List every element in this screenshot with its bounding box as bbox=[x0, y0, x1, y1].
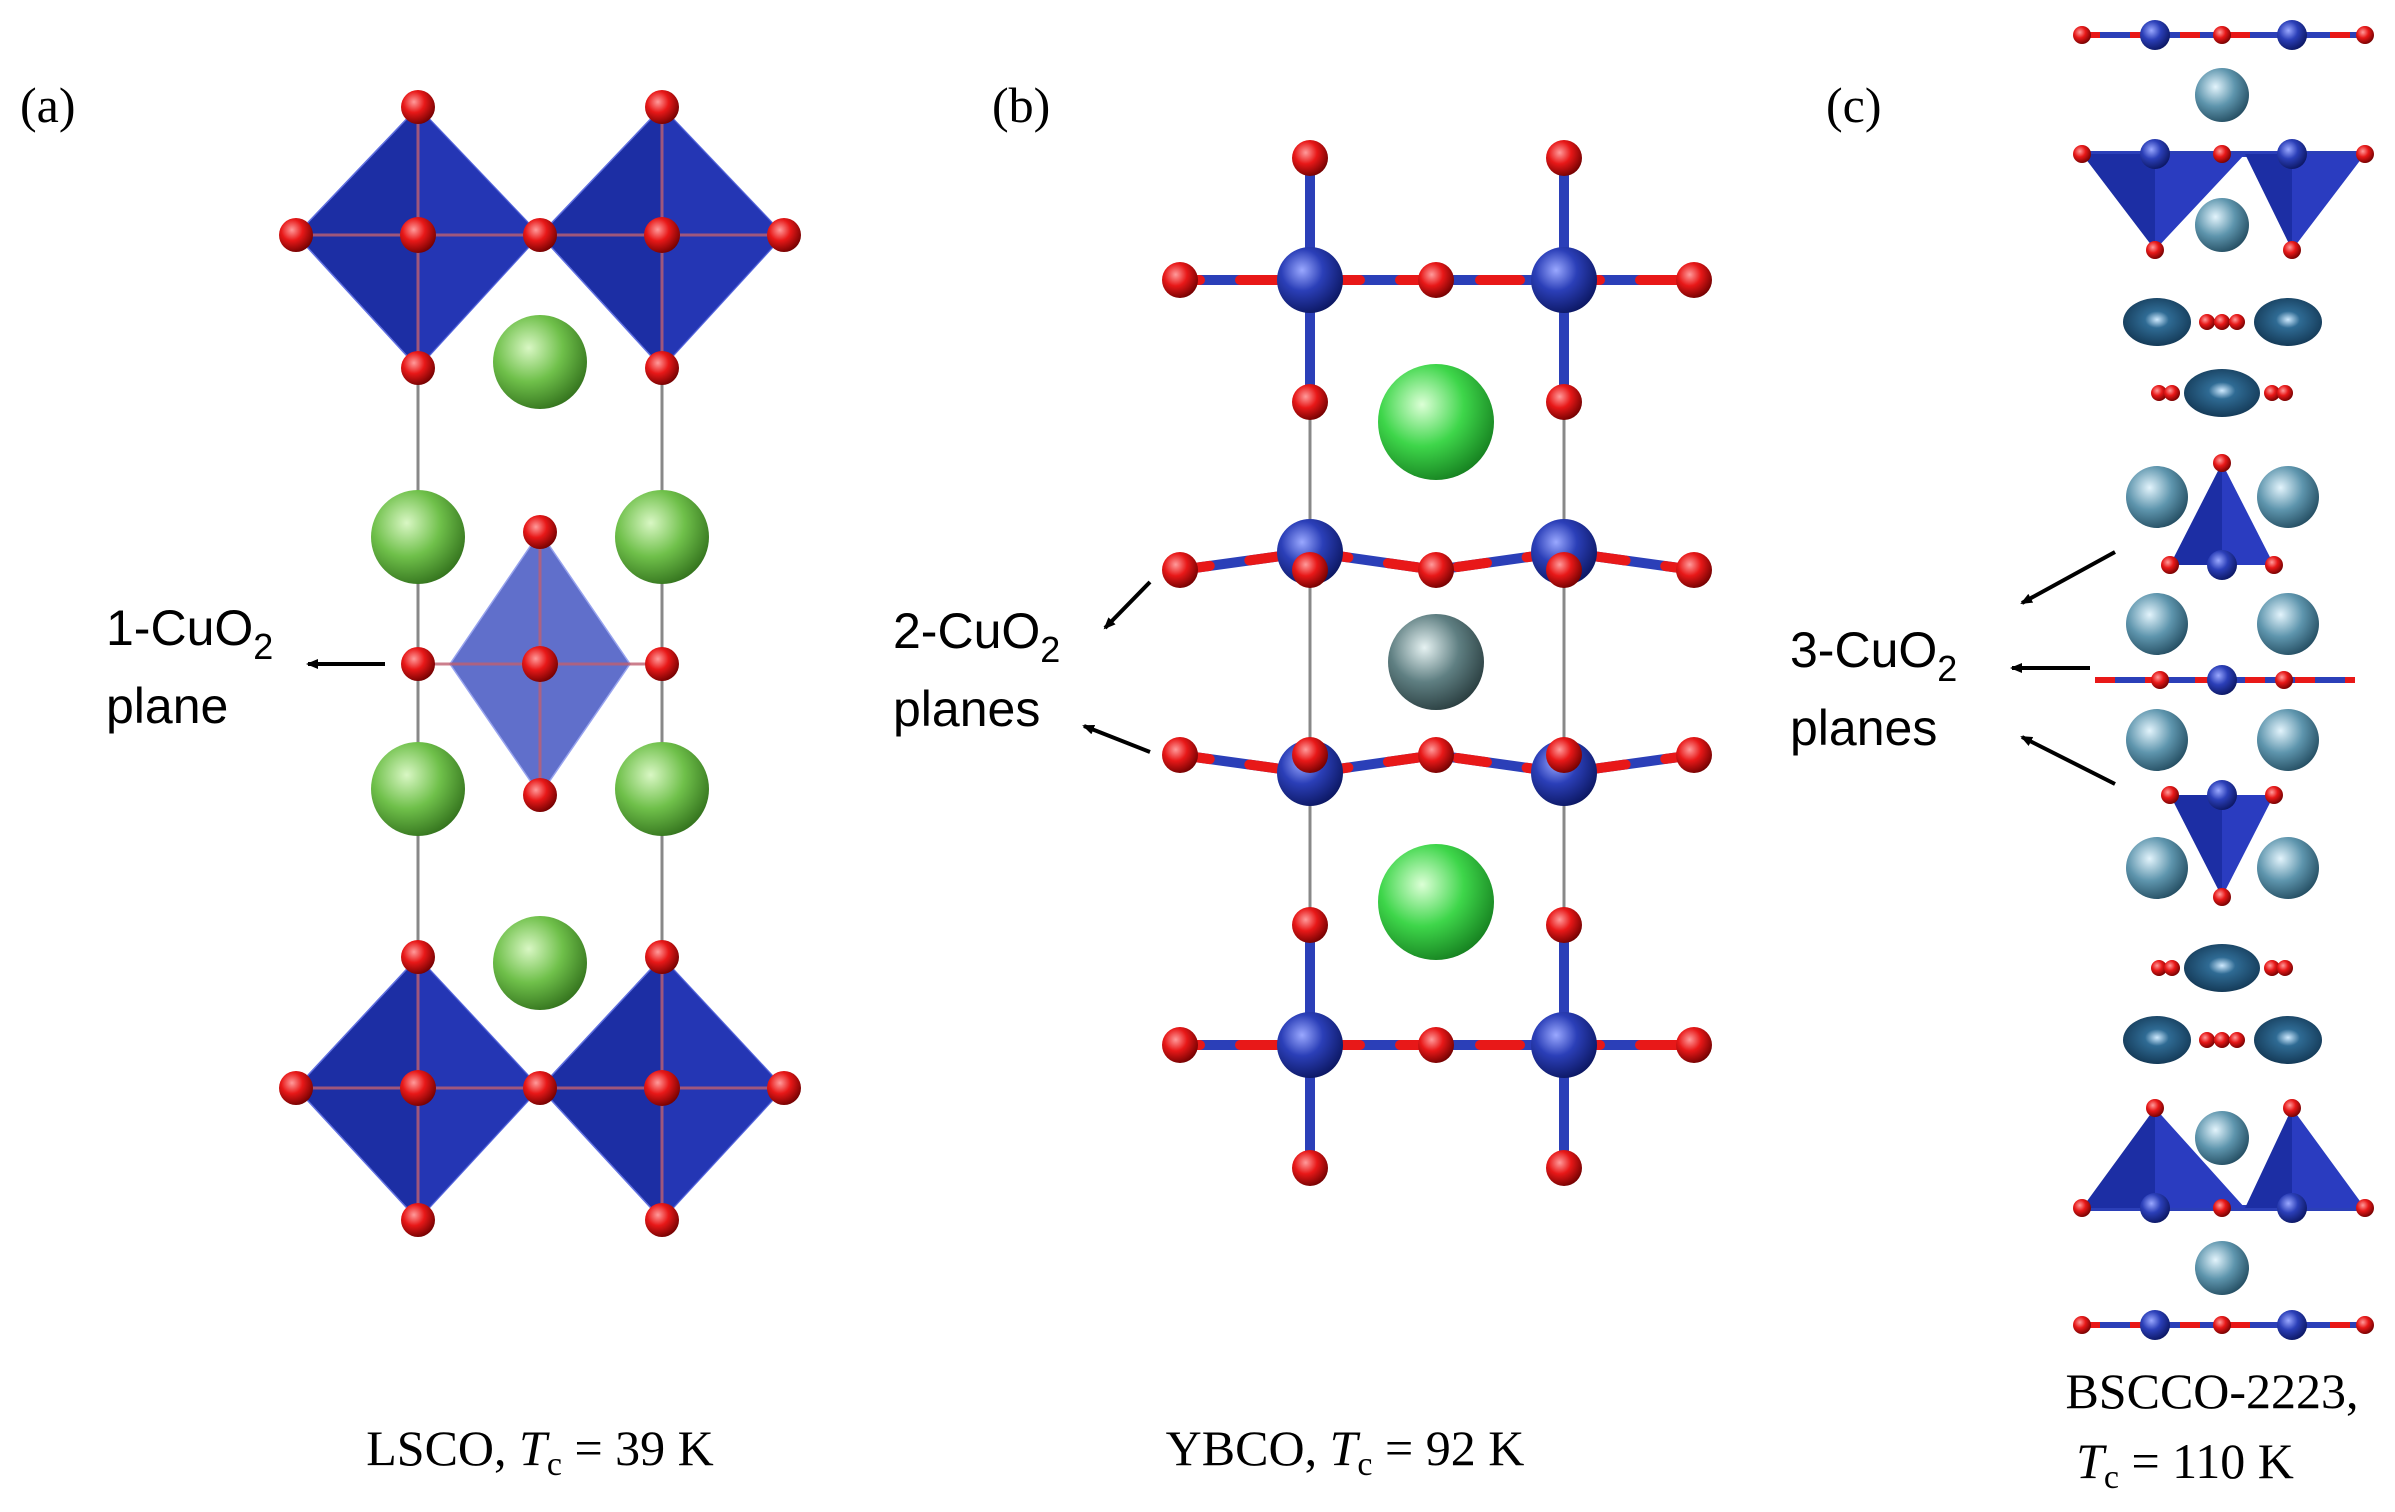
panel-c-annotation-line2: planes bbox=[1790, 700, 1937, 756]
panel-a-annotation-line1: 1-CuO2 bbox=[106, 600, 273, 667]
panel-c-bscco: (c) 3-CuO2 planes BSCCO-2223, Tc = 110 K bbox=[1790, 20, 2374, 1496]
panel-c-copper-atoms bbox=[2140, 20, 2307, 1340]
panel-c-annotation-line1: 3-CuO2 bbox=[1790, 622, 1957, 689]
panel-a-caption: LSCO, Tc = 39 K bbox=[366, 1420, 714, 1483]
panel-c-oxygen-atoms bbox=[2073, 26, 2374, 1334]
panel-c-bi-o-layers bbox=[2123, 298, 2322, 1064]
panel-a-la-sr-atoms bbox=[371, 315, 709, 1010]
panel-b-annotation-line1: 2-CuO2 bbox=[893, 603, 1060, 670]
panel-a-oxygen-atoms bbox=[279, 90, 801, 1237]
panel-b-annotation-arrow-lower bbox=[1082, 724, 1151, 754]
panel-a-label: (a) bbox=[20, 77, 76, 133]
panel-c-annotation-arrow-upper bbox=[2020, 550, 2116, 605]
panel-c-pyramids bbox=[2082, 154, 2365, 1208]
panel-b-oxygen-atoms bbox=[1162, 140, 1712, 1186]
panel-c-ca-sr-atoms bbox=[2126, 68, 2319, 1295]
panel-b-caption: YBCO, Tc = 92 K bbox=[1166, 1420, 1525, 1483]
panel-a-annotation-line2: plane bbox=[106, 678, 228, 734]
panel-c-caption-line2: Tc = 110 K bbox=[2076, 1433, 2294, 1496]
panel-b-annotation-arrow-upper bbox=[1103, 580, 1152, 630]
panel-b-large-atoms bbox=[1378, 364, 1494, 960]
panel-b-annotation-line2: planes bbox=[893, 681, 1040, 737]
panel-c-annotation-arrow-lower bbox=[2020, 735, 2116, 786]
panel-b-label: (b) bbox=[992, 77, 1050, 133]
panel-c-label: (c) bbox=[1826, 77, 1882, 133]
panel-b-ybco: (b) 2-CuO2 planes YBCO, Tc = 92 K bbox=[893, 77, 1712, 1483]
panel-c-caption-line1: BSCCO-2223, bbox=[2065, 1363, 2358, 1419]
panel-a-lsco: (a) 1-CuO2 plane LSCO, Tc = 39 K bbox=[20, 77, 801, 1483]
panel-a-copper-atoms bbox=[400, 217, 680, 1106]
